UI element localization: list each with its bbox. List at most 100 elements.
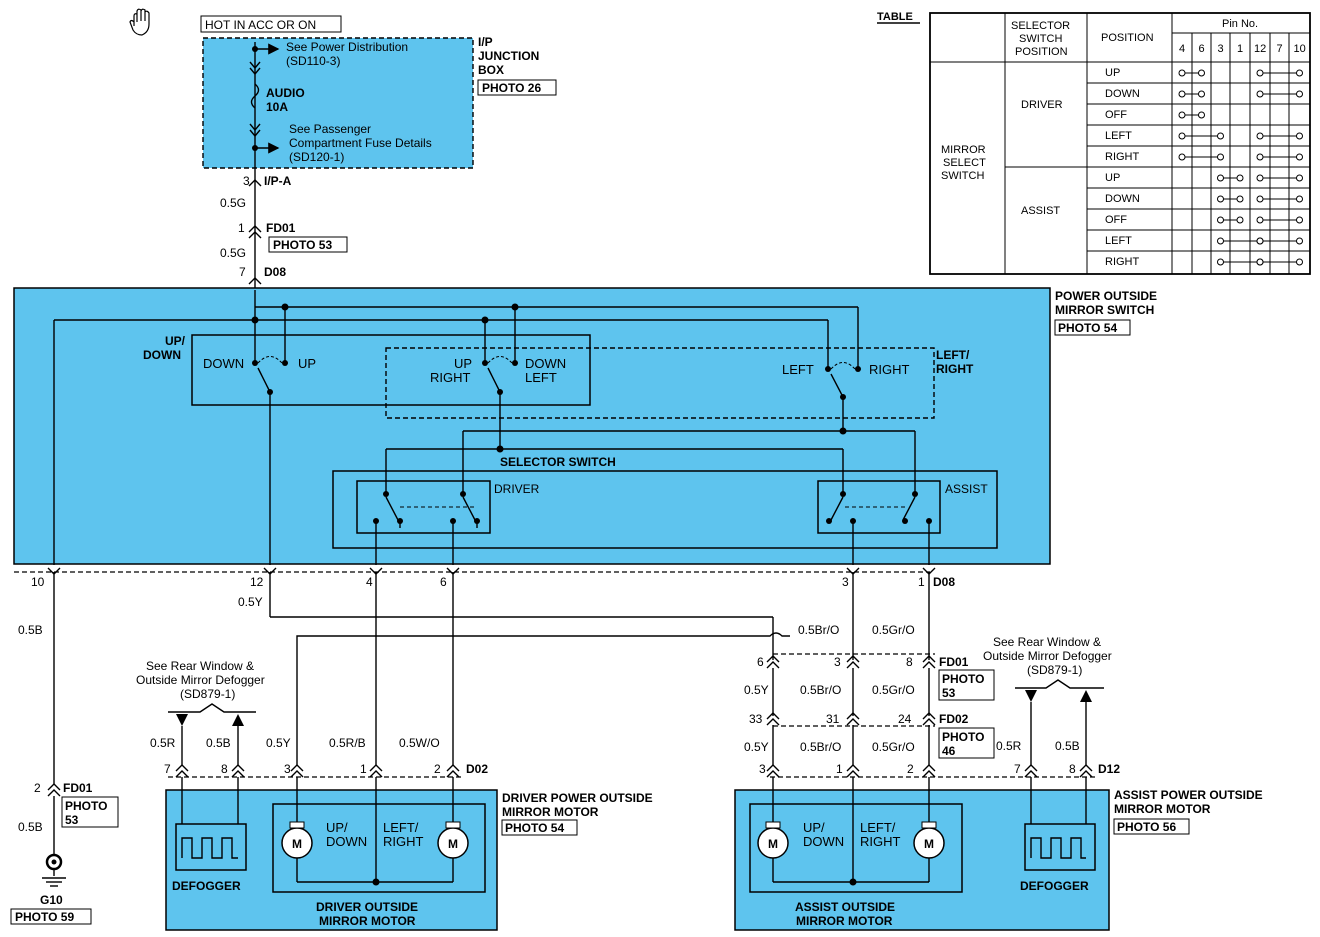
table-pin-7: 7 xyxy=(1277,43,1283,55)
ground-g10: 2 FD01 PHOTO 53 0.5B G10 PHOTO 59 xyxy=(10,781,119,925)
assist-sub-a: ASSIST OUTSIDE xyxy=(795,900,895,914)
driver-wire-3: 0.5Y xyxy=(266,736,291,750)
upper-connectors: 3 I/P-A 0.5G 1 FD01 PHOTO 53 0.5G 7 D08 xyxy=(220,174,348,290)
driver-ref-b: Outside Mirror Defogger xyxy=(136,673,265,687)
defogger-grid-icon xyxy=(181,837,238,859)
ref1-text-b: (SD110-3) xyxy=(286,54,340,68)
table-row-5: UP xyxy=(1105,172,1120,184)
fd01-pin-b: 3 xyxy=(834,655,841,669)
pin-table: TABLE SELECTOR SWITCH POSITION POSITION … xyxy=(877,11,1311,275)
driver-pin-7: 7 xyxy=(164,762,171,776)
table-h-sel-c: POSITION xyxy=(1015,46,1068,58)
arrow-down-icon xyxy=(1025,690,1037,702)
table-row-8: LEFT xyxy=(1105,235,1132,247)
driver-wire-1: 0.5R/B xyxy=(329,736,366,750)
arrow-down-icon xyxy=(176,714,188,726)
driver-motor-1-label: M xyxy=(292,837,302,851)
selector-assist-label: ASSIST xyxy=(945,482,988,496)
driver-title-b: MIRROR MOTOR xyxy=(502,805,599,819)
fd02-pin-c: 24 xyxy=(898,712,912,726)
assist-wire-7: 0.5R xyxy=(996,739,1022,753)
ground-conn: FD01 xyxy=(63,781,93,795)
fuse-name: AUDIO xyxy=(266,86,305,100)
table-h-pos: POSITION xyxy=(1101,32,1154,44)
fd01-photo-b: 53 xyxy=(942,686,956,700)
selector-driver-label: DRIVER xyxy=(494,482,540,496)
hand-icon xyxy=(129,8,150,36)
selector-switch-label: SELECTOR SWITCH xyxy=(500,455,616,469)
table-mirror-b: SELECT xyxy=(943,157,986,169)
table-row-0: UP xyxy=(1105,67,1120,79)
pin-10: 10 xyxy=(31,575,45,589)
fd02-photo-a: PHOTO xyxy=(942,730,984,744)
pin-4: 4 xyxy=(366,575,373,589)
assist-pin-7: 7 xyxy=(1014,762,1021,776)
fd01-lower-connector: 6 3 8 FD01 PHOTO 53 0.5Y 0.5Br/O 0.5Gr/O xyxy=(744,653,995,716)
assist-sub-b: MIRROR MOTOR xyxy=(796,914,893,928)
driver-lr-b: RIGHT xyxy=(383,834,424,849)
conn-ipa: I/P-A xyxy=(264,174,292,188)
ground-wire: 0.5B xyxy=(18,820,43,834)
fuse-amp: 10A xyxy=(266,100,288,114)
assist-ud-a: UP/ xyxy=(803,820,825,835)
assist-ref-c: (SD879-1) xyxy=(1027,663,1082,677)
assist-pin-3: 3 xyxy=(759,762,766,776)
fd02-wire-c: 0.5Gr/O xyxy=(872,740,915,754)
switch-title-b: MIRROR SWITCH xyxy=(1055,303,1154,317)
mirror-switch: POWER OUTSIDE MIRROR SWITCH PHOTO 54 UP/… xyxy=(13,287,1157,565)
driver-ref-c: (SD879-1) xyxy=(180,687,235,701)
switch-left-label: LEFT xyxy=(782,362,814,377)
switch-right2-label: RIGHT xyxy=(430,370,471,385)
assist-defogger-label: DEFOGGER xyxy=(1020,879,1089,893)
wire-3: 0.5Br/O xyxy=(798,623,839,637)
driver-title-a: DRIVER POWER OUTSIDE xyxy=(502,791,653,805)
assist-pin-2: 2 xyxy=(907,762,914,776)
assist-pin-1: 1 xyxy=(836,762,843,776)
conn-fd01-upper: FD01 xyxy=(266,221,296,235)
assist-photo: PHOTO 56 xyxy=(1117,820,1176,834)
assist-ref-a: See Rear Window & xyxy=(993,635,1101,649)
driver-pin-8: 8 xyxy=(221,762,228,776)
driver-pin-2: 2 xyxy=(434,762,441,776)
fd02-connector: 33 31 24 FD02 PHOTO 46 0.5Y 0.5Br/O 0.5G… xyxy=(744,712,995,765)
fd02-pin-a: 33 xyxy=(749,712,763,726)
pin-12: 12 xyxy=(250,575,264,589)
wire-05g-a: 0.5G xyxy=(220,196,246,210)
wire-10: 0.5B xyxy=(18,623,43,637)
table-caption: TABLE xyxy=(877,11,913,23)
hot-label: HOT IN ACC OR ON xyxy=(205,18,316,32)
defogger-grid-icon xyxy=(1030,837,1086,859)
updown-label-b: DOWN xyxy=(143,348,181,362)
table-pin-3: 3 xyxy=(1218,43,1224,55)
table-driver: DRIVER xyxy=(1021,99,1063,111)
assist-conn: D12 xyxy=(1098,762,1120,776)
ref2-text-c: (SD120-1) xyxy=(289,150,344,164)
ref2-text-a: See Passenger xyxy=(289,122,371,136)
ref2-text-b: Compartment Fuse Details xyxy=(289,136,432,150)
conn-d08-upper: D08 xyxy=(264,265,286,279)
switch-down-label: DOWN xyxy=(203,356,244,371)
assist-ref-b: Outside Mirror Defogger xyxy=(983,649,1112,663)
fd01-pin-c: 8 xyxy=(906,655,913,669)
switch-photo: PHOTO 54 xyxy=(1058,321,1117,335)
switch-up2-label: UP xyxy=(454,356,472,371)
junction-title-b: JUNCTION xyxy=(478,49,539,63)
ground-photo-a: PHOTO xyxy=(65,799,107,813)
wire-1: 0.5Gr/O xyxy=(872,623,915,637)
table-pin-1: 1 xyxy=(1237,43,1243,55)
pin-fd01-upper: 1 xyxy=(238,221,245,235)
switch-left2-label: LEFT xyxy=(525,370,557,385)
fd02-wire-b: 0.5Br/O xyxy=(800,740,841,754)
assist-pin-8: 8 xyxy=(1069,762,1076,776)
junction-title-a: I/P xyxy=(478,35,493,49)
fd02-label: FD02 xyxy=(939,712,969,726)
pin-ipa: 3 xyxy=(243,174,250,188)
fd01-wire-b: 0.5Br/O xyxy=(800,683,841,697)
table-h-sel-a: SELECTOR xyxy=(1011,20,1070,32)
table-pin-12: 12 xyxy=(1254,43,1266,55)
ip-junction-box: HOT IN ACC OR ON See Power Distribution … xyxy=(200,15,557,178)
table-row-9: RIGHT xyxy=(1105,256,1140,268)
wire-12: 0.5Y xyxy=(238,595,263,609)
table-pin-4: 4 xyxy=(1179,43,1185,55)
